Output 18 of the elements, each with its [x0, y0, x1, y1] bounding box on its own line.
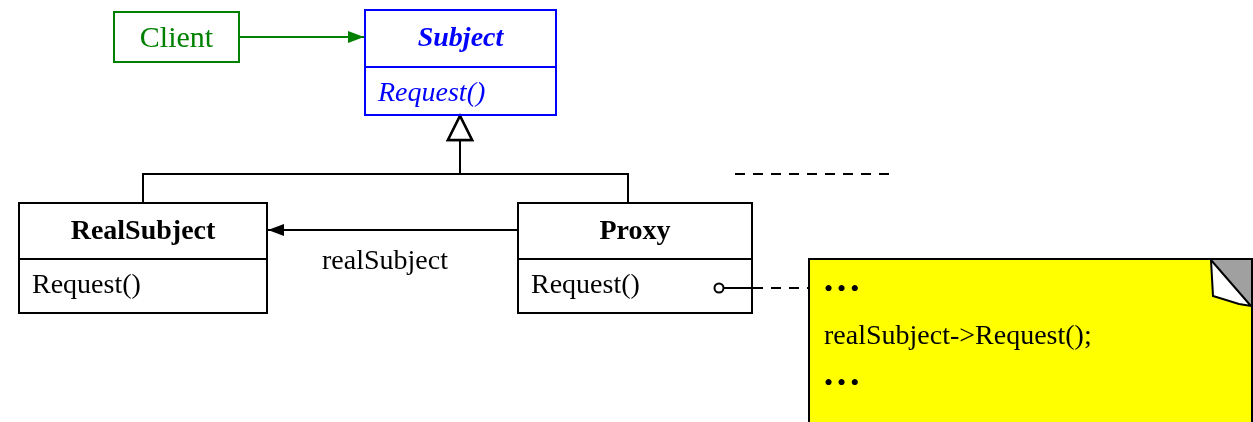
- method-name: Request(): [378, 75, 486, 109]
- class-name: Subject: [416, 20, 505, 54]
- actor-box: [113, 11, 240, 63]
- note-box: [808, 258, 1253, 422]
- method-name: Request(): [32, 267, 141, 301]
- class-name: Client: [138, 19, 215, 55]
- class-box: [364, 9, 557, 116]
- method-name: Request(): [531, 267, 640, 301]
- class-box: [517, 202, 753, 314]
- class-name: RealSubject: [69, 213, 217, 247]
- ellipsis-dots: •••: [824, 367, 864, 399]
- association-arrow: [267, 224, 518, 236]
- code-line: realSubject->Request();: [824, 318, 1092, 352]
- class-name: Proxy: [598, 213, 672, 247]
- class-box: [18, 202, 268, 314]
- ellipsis-dots: •••: [824, 273, 864, 305]
- association-arrow: [239, 31, 365, 43]
- generalization-arrow: [446, 114, 629, 203]
